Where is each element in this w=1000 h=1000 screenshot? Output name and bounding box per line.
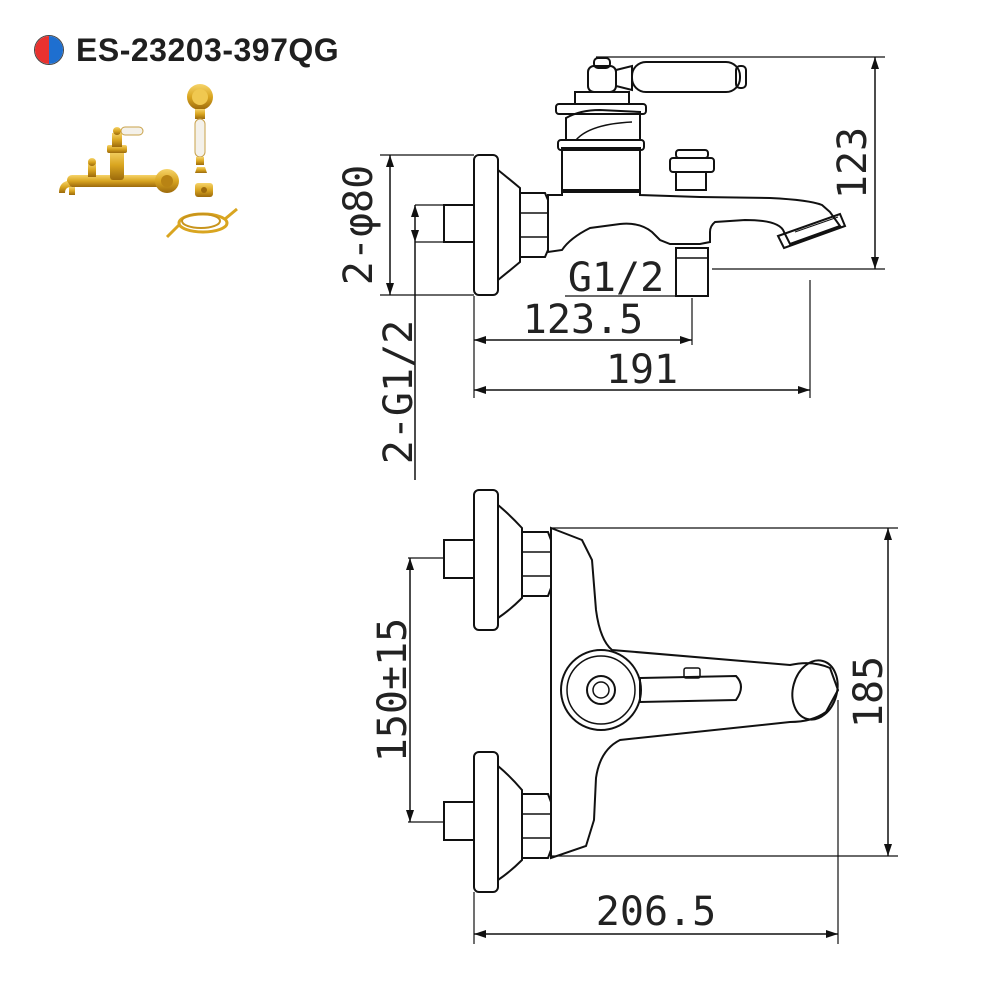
cold-half bbox=[49, 36, 63, 64]
hot-half bbox=[35, 36, 49, 64]
hand-shower-photo bbox=[187, 84, 213, 173]
shower-hose-photo bbox=[165, 207, 238, 239]
side-view: 123 2-φ80 2-G1/2 G1/2 123.5 191 bbox=[336, 56, 885, 480]
overall-depth-top-label: 206.5 bbox=[596, 889, 716, 935]
inlet-thread-label: 2-G1/2 bbox=[376, 320, 422, 465]
inlet-to-outlet-label: 123.5 bbox=[523, 297, 643, 343]
model-code: ES-23203-397QG bbox=[76, 31, 340, 68]
top-view: 150±15 185 206.5 bbox=[370, 489, 898, 944]
hot-cold-indicator-icon bbox=[34, 35, 64, 65]
overall-height-label: 123 bbox=[830, 127, 876, 199]
overall-width-label: 185 bbox=[846, 656, 892, 728]
overall-depth-label: 191 bbox=[606, 347, 678, 393]
product-photo bbox=[59, 84, 238, 239]
shower-holder-photo bbox=[195, 183, 213, 197]
faucet-photo bbox=[59, 126, 179, 195]
inlet-spacing-label: 150±15 bbox=[370, 618, 416, 763]
header: ES-23203-397QG bbox=[34, 30, 339, 70]
flange-diameter-label: 2-φ80 bbox=[336, 165, 382, 285]
outlet-thread-label: G1/2 bbox=[568, 255, 664, 301]
